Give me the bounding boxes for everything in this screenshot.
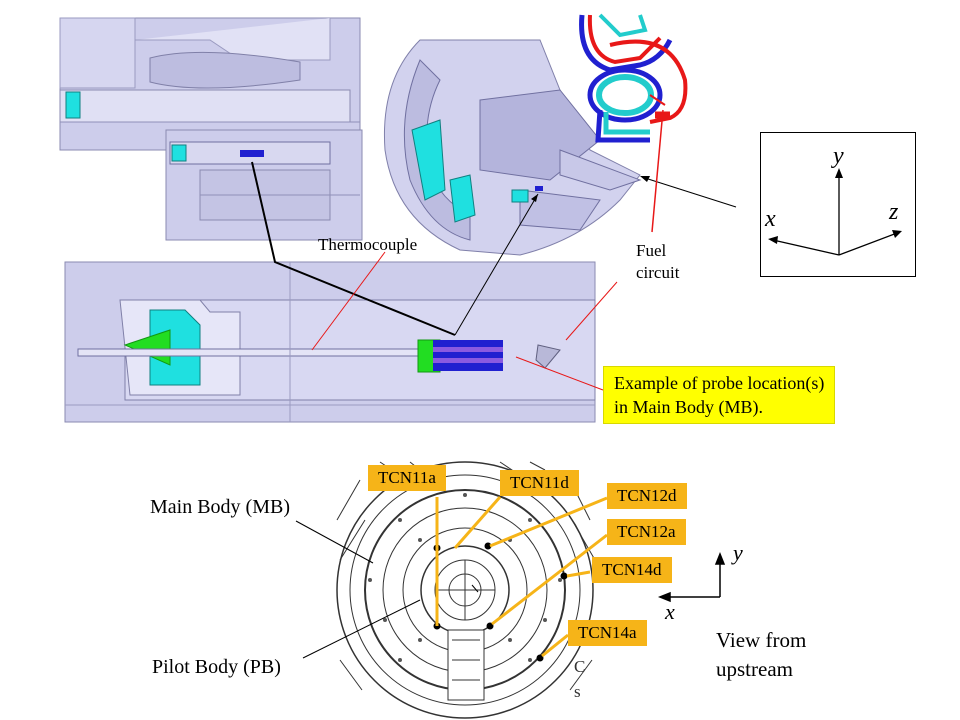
- axis-x-label: x: [765, 206, 776, 232]
- fuel-circuit-model: [579, 13, 688, 143]
- view-from-upstream-label: View from upstream: [716, 628, 807, 681]
- tag-tcn12d: TCN12d: [607, 483, 687, 509]
- tag-tcn11a: TCN11a: [368, 465, 446, 491]
- bottom-axis-x-label: x: [665, 599, 675, 624]
- bottom-axis-y-label: y: [733, 540, 743, 565]
- axis-frame: y x z: [760, 132, 916, 277]
- top-left-section-model: [59, 17, 363, 241]
- probe-location-note: Example of probe location(s) in Main Bod…: [603, 366, 836, 424]
- axis-z-label: z: [889, 199, 899, 225]
- fuel-circuit-label: Fuel circuit: [636, 241, 680, 282]
- tag-leaders: [435, 496, 608, 658]
- pilot-body-label: Pilot Body (PB): [152, 656, 281, 678]
- tag-tcn12a: TCN12a: [607, 519, 686, 545]
- thermocouple-label: Thermocouple: [318, 235, 418, 254]
- axis-y-label: y: [833, 143, 844, 169]
- main-body-section: [64, 261, 596, 423]
- axis-arrows: [768, 168, 902, 256]
- bottom-axis-arrows: [657, 551, 726, 603]
- body-leaders: [295, 520, 421, 659]
- tag-tcn14d: TCN14d: [592, 557, 672, 583]
- cutaway-3d-model: [383, 39, 642, 256]
- main-body-label: Main Body (MB): [150, 496, 290, 518]
- cut-text-fragment: C s: [574, 657, 586, 701]
- end-view-drawing: [336, 461, 596, 719]
- tag-tcn11d: TCN11d: [500, 470, 579, 496]
- leader-lines: [251, 109, 737, 391]
- tag-tcn14a: TCN14a: [568, 620, 647, 646]
